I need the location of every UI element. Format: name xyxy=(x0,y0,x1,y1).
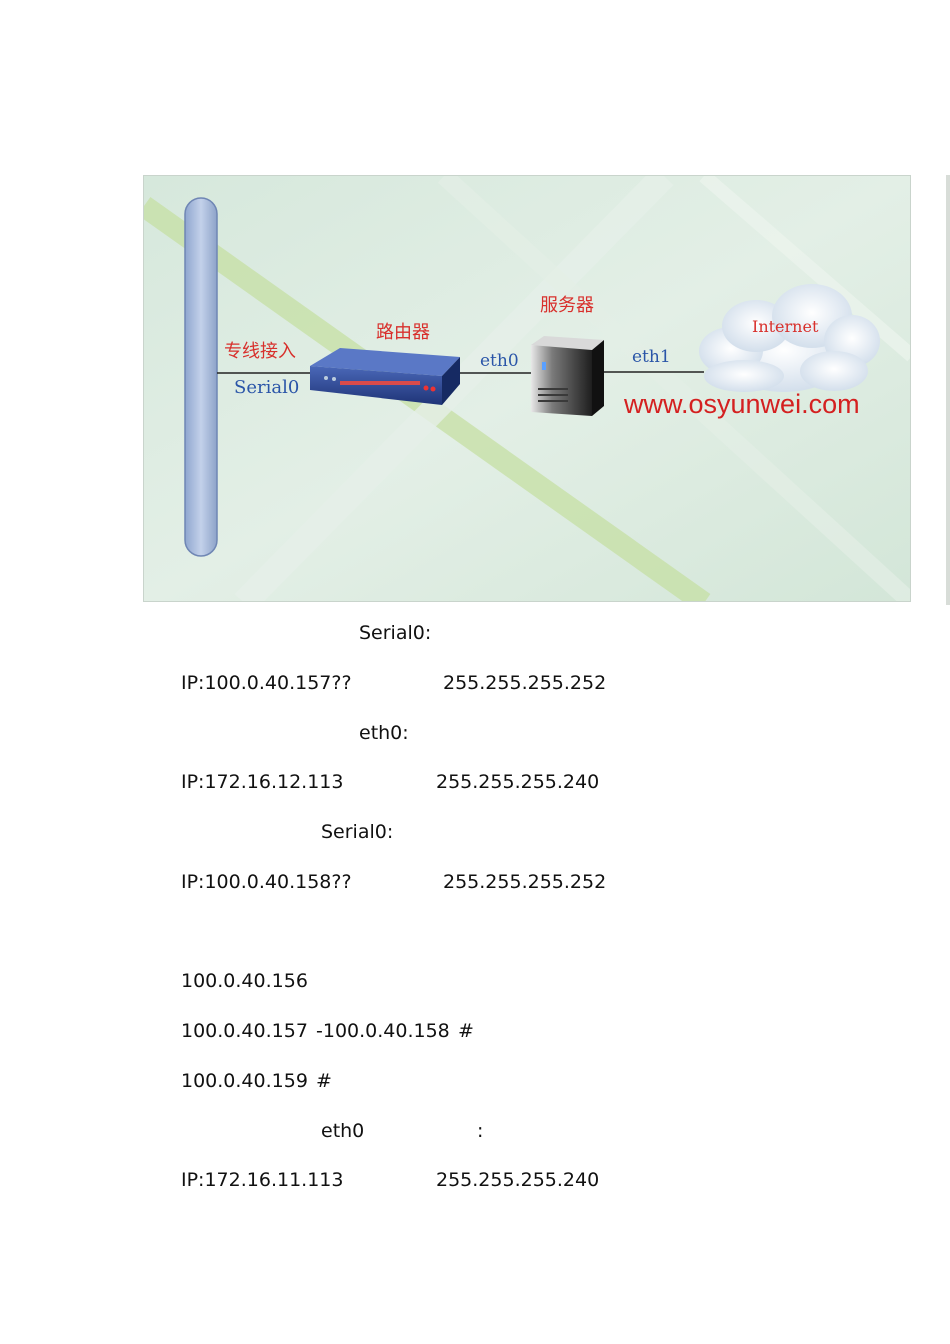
network-diagram-svg: 专线接入 Serial0 路由器 服务器 eth0 eth1 Internet … xyxy=(144,176,910,601)
network-address: 100.0.40.156 xyxy=(181,970,308,992)
comment-mark: # xyxy=(316,1070,332,1092)
label-server: 服务器 xyxy=(540,295,594,316)
label-leased-line: 专线接入 xyxy=(224,341,296,362)
network-diagram: 专线接入 Serial0 路由器 服务器 eth0 eth1 Internet … xyxy=(143,175,911,602)
label-internet: Internet xyxy=(752,317,819,336)
comment-mark: # xyxy=(458,1020,474,1042)
label-eth1: eth1 xyxy=(632,347,671,367)
ip-label: IP:172.16.11.113 xyxy=(181,1169,344,1191)
server-icon xyxy=(531,336,604,416)
label-eth0: eth0 xyxy=(480,351,519,371)
page-edge-strip xyxy=(946,175,950,605)
broadcast-address: 100.0.40.159 xyxy=(181,1070,308,1092)
host-range-start: 100.0.40.157 xyxy=(181,1020,308,1042)
internet-cloud-icon xyxy=(699,284,880,392)
eth0-heading: eth0 xyxy=(321,1120,365,1142)
backbone-pipe xyxy=(184,197,218,557)
label-serial0: Serial0 xyxy=(234,377,299,398)
serial0-heading: Serial0: xyxy=(321,821,394,843)
subnet-mask-value: 255.255.255.252 xyxy=(443,871,607,893)
serial0-heading: Serial0: xyxy=(359,622,432,644)
ip-label: IP:172.16.12.113 xyxy=(181,771,344,793)
label-router: 路由器 xyxy=(376,322,430,343)
subnet-mask-value: 255.255.255.252 xyxy=(443,672,607,694)
eth0-heading: eth0: xyxy=(359,722,409,744)
host-range-end: -100.0.40.158 xyxy=(316,1020,450,1042)
watermark-text: www.osyunwei.com xyxy=(623,389,860,419)
ip-label: IP:100.0.40.158?? xyxy=(181,871,352,893)
background-streak xyxy=(699,176,910,362)
subnet-mask-value: 255.255.255.240 xyxy=(436,1169,600,1191)
subnet-mask-value: 255.255.255.240 xyxy=(436,771,600,793)
background-streak xyxy=(437,176,910,601)
ip-label: IP:100.0.40.157?? xyxy=(181,672,352,694)
router-icon xyxy=(310,348,460,405)
colon-mark: : xyxy=(477,1120,484,1142)
